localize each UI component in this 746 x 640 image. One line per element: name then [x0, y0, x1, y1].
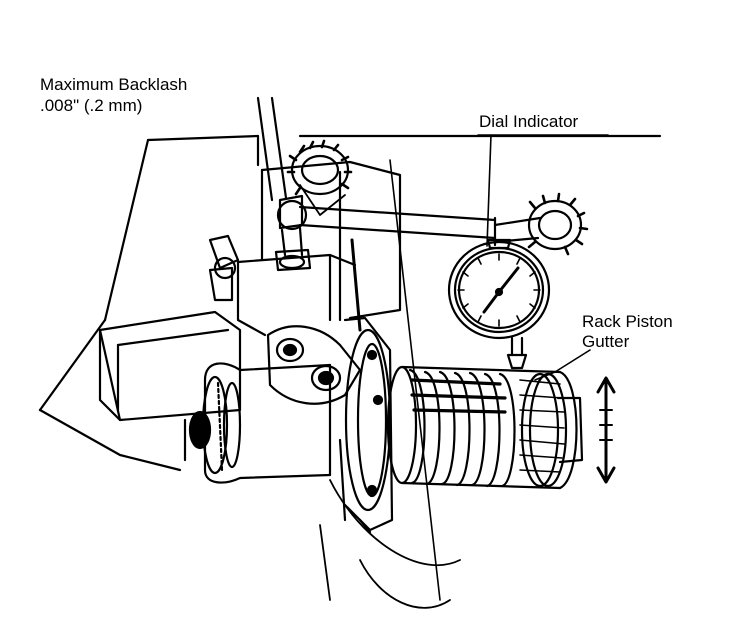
dial-indicator-label: Dial Indicator: [479, 112, 579, 131]
rack-piston-cylinder: [386, 365, 584, 490]
vertical-rod: [256, 96, 288, 202]
max-backlash-value: .008" (.2 mm): [40, 96, 143, 115]
leader-lines: [477, 134, 609, 381]
gutter-label: Gutter: [582, 332, 630, 351]
flange: [266, 316, 394, 534]
max-backlash-label: Maximum Backlash: [40, 75, 188, 94]
double-headed-vertical-arrow-icon: [596, 376, 616, 484]
upper-bracket: [236, 160, 402, 337]
knurled-knob-top: [286, 139, 353, 216]
lower-arcs: [319, 479, 461, 609]
gear-housing: [201, 362, 332, 484]
wing-nut: [208, 234, 240, 302]
dial-indicator: [447, 238, 551, 370]
rack-piston-label: Rack Piston: [582, 312, 673, 331]
